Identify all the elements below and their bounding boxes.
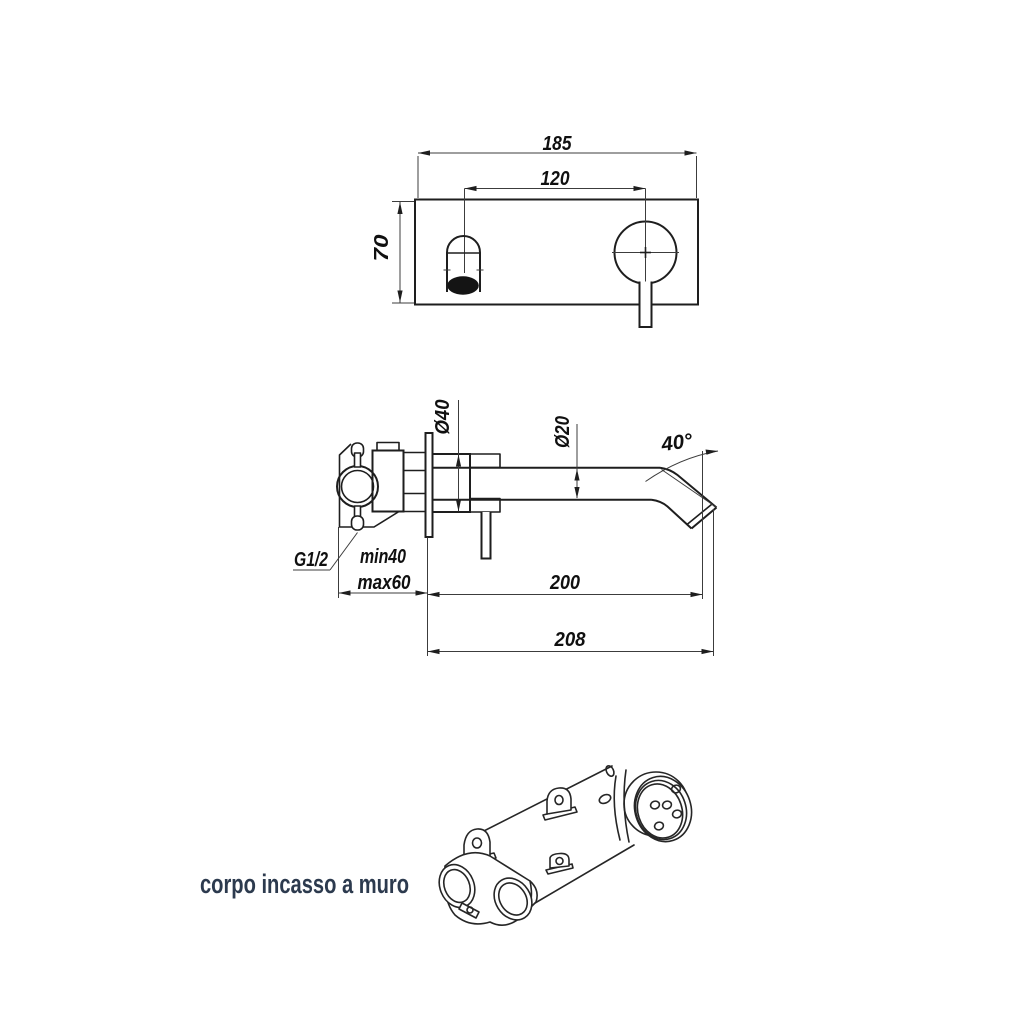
- handle-front-view: [612, 219, 679, 328]
- hole-spacing-dim-label: 120: [541, 168, 570, 190]
- overall-reach-label: 208: [554, 629, 587, 651]
- escutcheon-diameter-label: Ø40: [432, 400, 454, 435]
- valve-body: [336, 441, 427, 531]
- handle-lever-front: [638, 281, 653, 328]
- inlet-thread-label: G1/2: [294, 549, 328, 571]
- isometric-rough-in-body: [438, 765, 693, 926]
- spout-side-view: [432, 466, 718, 530]
- recess-depth-max-label: max60: [358, 572, 411, 594]
- caption-corpo-incasso: corpo incasso a muro: [200, 869, 409, 899]
- inlet-opening-front: [493, 877, 533, 921]
- inlet-stub-bottom: [350, 515, 365, 531]
- spout-angle-label: 40°: [659, 430, 695, 456]
- spout-front-view: [443, 235, 484, 295]
- wall-plate-side: [424, 432, 434, 538]
- cartridge-disc: [633, 775, 693, 843]
- spout-outlet-opening: [447, 276, 479, 295]
- plate-outline: [414, 198, 699, 306]
- recess-depth-min-label: min40: [360, 546, 406, 568]
- spout-diameter-label: Ø20: [552, 416, 574, 448]
- mounting-lug-bottom: [545, 852, 574, 875]
- mounting-lug-right: [542, 787, 578, 821]
- handle-lever-side: [480, 512, 492, 560]
- side-view-section: Ø40 Ø20 40° G1/2 min40 max60 200 208: [293, 400, 719, 656]
- spout-reach-label: 200: [549, 572, 580, 594]
- plate-width-dim-label: 185: [543, 133, 573, 155]
- plate-height-dim-label: 70: [371, 235, 393, 262]
- inlet-tee-fitting: [438, 851, 538, 926]
- top-view-plate: 185 120 70: [371, 133, 699, 328]
